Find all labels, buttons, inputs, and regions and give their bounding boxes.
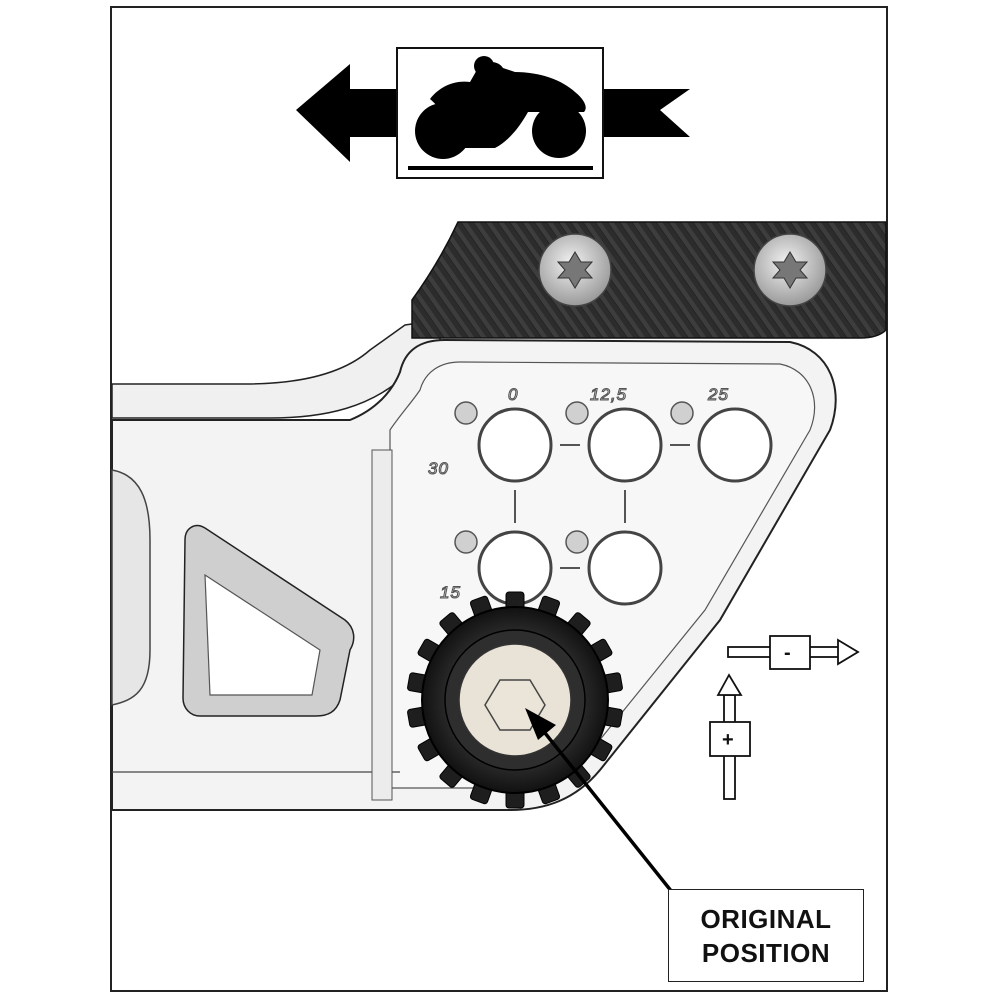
direction-indicator (296, 47, 690, 179)
label-25: 25 (707, 385, 729, 404)
label-15: 15 (440, 583, 461, 602)
position-hole-0 (477, 407, 553, 483)
label-12-5: 12,5 (590, 385, 627, 404)
minus-sign: - (784, 642, 791, 664)
position-hole-12-5 (587, 407, 663, 483)
callout-line-1: ORIGINAL (700, 903, 832, 934)
position-hole-30 (587, 530, 663, 606)
motorcycle-underline (408, 166, 593, 170)
motorcycle-icon (415, 56, 586, 159)
position-labels: 0 12,5 25 30 15 (427, 384, 729, 602)
minus-indicator: - (727, 635, 860, 670)
left-pocket-outer (111, 469, 151, 706)
plus-box (709, 721, 751, 757)
pin-hole (670, 401, 694, 425)
carbon-cover (411, 221, 887, 339)
right-arrow-icon (837, 638, 860, 666)
up-arrow-icon (716, 673, 743, 696)
original-position-callout: ORIGINAL POSITION (668, 889, 864, 982)
position-hole-25 (697, 407, 773, 483)
plus-indicator: + (709, 673, 751, 800)
label-0: 0 (508, 385, 518, 404)
callout-arrow (525, 708, 674, 894)
pin-hole (454, 530, 478, 554)
pin-hole (454, 401, 478, 425)
pin-hole (565, 401, 589, 425)
minus-box (769, 635, 811, 670)
torx-screw-icon (538, 233, 612, 307)
triangular-cutout-inner (204, 573, 321, 696)
eccentric-knob (407, 591, 623, 809)
label-30: 30 (428, 459, 449, 478)
vertical-rib (371, 449, 393, 801)
plus-sign: + (722, 729, 734, 751)
callout-line-2: POSITION (701, 937, 831, 968)
pin-hole (565, 530, 589, 554)
adjustment-holes (454, 401, 773, 606)
torx-screw-icon (753, 233, 827, 307)
